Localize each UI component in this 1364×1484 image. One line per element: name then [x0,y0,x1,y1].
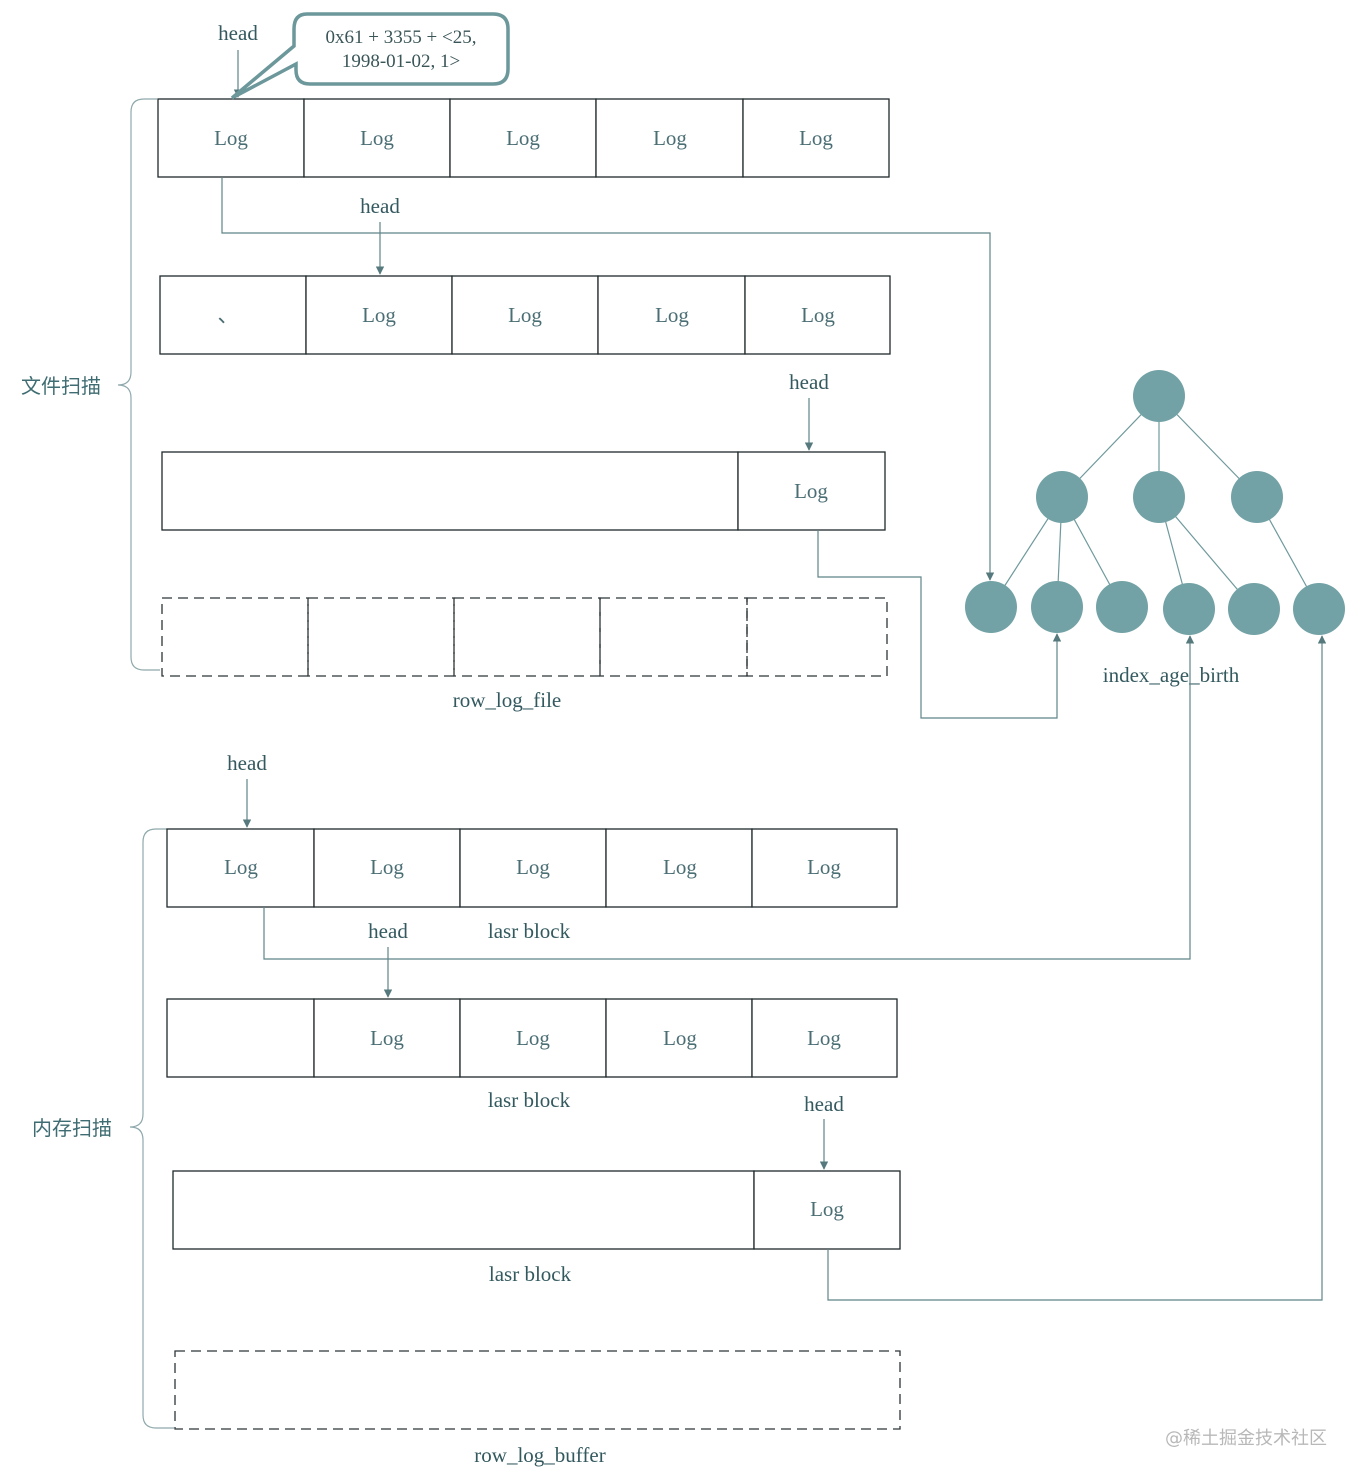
file-scan-brace [117,98,160,671]
file-row-2-cell [451,275,599,355]
block-label: lasr block [488,1088,571,1112]
memory-buffer-empty-slot [174,1350,901,1430]
file-row-1-cell [157,98,305,178]
log-label: Log [370,1026,404,1050]
empty-slot [307,597,455,677]
file-row-2-cell [597,275,746,355]
log-label: Log [807,1026,841,1050]
memory-row-1-to-leaf-connector [263,635,1195,960]
memory-row-2-cell [459,998,607,1078]
memory-row-3: Log [172,1170,901,1250]
head-label: head [227,751,267,775]
file-row-1-to-leaf-connector [221,177,995,581]
tree-leaf-node [1163,583,1215,635]
log-label: Log [516,1026,550,1050]
file-row-3-to-leaf-connector [817,530,1062,719]
memory-row-3-cell [753,1170,901,1250]
file-row-2-cell [744,275,891,355]
watermark: @稀土掘金技术社区 [1165,1428,1327,1449]
tree-leaf-node [1031,581,1083,633]
mark-label: 、 [218,303,239,327]
file-row-2: 、 Log Log Log Log [159,275,891,355]
empty-slot [599,597,748,677]
file-row-3-cell [161,451,739,531]
log-label: Log [508,303,542,327]
tree-leaf-node [1228,583,1280,635]
memory-row-1-cell [166,828,315,908]
log-label: Log [810,1197,844,1221]
log-label: Log [655,303,689,327]
file-row-3: Log [161,451,886,531]
tree-root-node [1133,370,1185,422]
record-callout: 0x61 + 3355 + <25, 1998-01-02, 1> [230,12,510,100]
log-label: Log [807,855,841,879]
log-label: Log [663,855,697,879]
file-row-3-cell [737,451,886,531]
log-label: Log [506,126,540,150]
memory-row-2-cell [166,998,315,1078]
tree-inner-node [1133,471,1185,523]
file-caption: row_log_file [453,688,561,712]
log-label: Log [360,126,394,150]
memory-row-1-cell [751,828,898,908]
log-label: Log [516,855,550,879]
file-row-1-cell [303,98,451,178]
file-row-1-cell [449,98,597,178]
tree-inner-node [1231,471,1283,523]
index-tree [965,370,1345,635]
head-label: head [368,919,408,943]
log-label: Log [370,855,404,879]
tree-leaf-node [1096,581,1148,633]
file-row-1-cell [595,98,744,178]
tree-leaf-node [965,581,1017,633]
memory-row-3-to-leaf-connector [827,635,1327,1301]
head-label: head [360,194,400,218]
memory-caption: row_log_buffer [474,1443,605,1467]
memory-row-2-cell [605,998,753,1078]
empty-slot [453,597,601,677]
memory-scan-brace [129,828,174,1429]
head-label: head [804,1092,844,1116]
callout-line-2: 1998-01-02, 1> [342,51,460,72]
log-label: Log [794,479,828,503]
tree-leaf-node [1293,583,1345,635]
memory-row-1-cell [313,828,461,908]
memory-row-1: Log Log Log Log Log [166,828,898,908]
tree-inner-node [1036,471,1088,523]
head-label: head [789,370,829,394]
log-label: Log [663,1026,697,1050]
memory-scan-label: 内存扫描 [32,1116,112,1140]
file-row-4-dashed [161,597,888,677]
block-label: lasr block [489,1262,572,1286]
log-label: Log [224,855,258,879]
head-label: head [218,21,258,45]
memory-row-2-cell [751,998,898,1078]
file-row-1: Log Log Log Log Log [157,98,890,178]
log-label: Log [801,303,835,327]
memory-row-1-cell [459,828,607,908]
log-label: Log [214,126,248,150]
index-label: index_age_birth [1103,663,1240,687]
log-label: Log [362,303,396,327]
log-label: Log [799,126,833,150]
empty-slot [746,597,888,677]
log-label: Log [653,126,687,150]
file-scan-label: 文件扫描 [21,374,101,398]
file-row-2-cell [159,275,307,355]
file-row-1-cell [742,98,890,178]
callout-line-1: 0x61 + 3355 + <25, [326,27,477,48]
empty-slot [161,597,309,677]
memory-row-3-cell [172,1170,755,1250]
block-label: lasr block [488,919,571,943]
memory-row-2: Log Log Log Log [166,998,898,1078]
memory-row-1-cell [605,828,753,908]
